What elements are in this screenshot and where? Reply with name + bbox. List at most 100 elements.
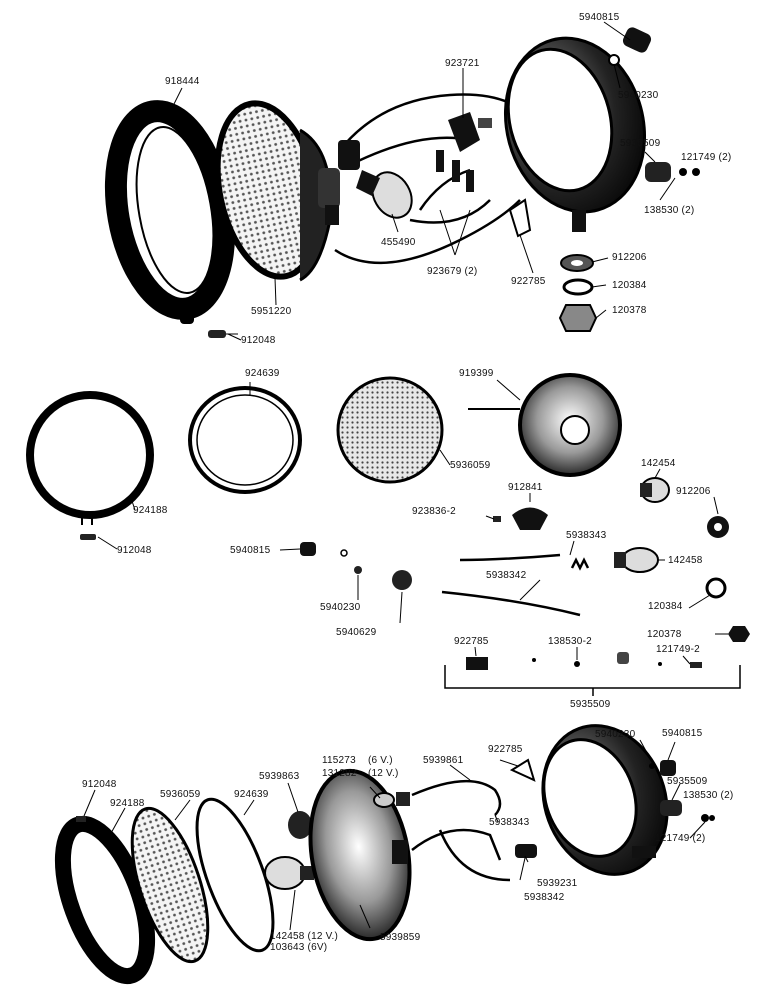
label-5935509-bottom: 5935509 xyxy=(667,776,708,787)
label-5939861: 5939861 xyxy=(423,755,464,766)
label-924188-bottom: 924188 xyxy=(110,798,145,809)
label-103643: 103643 (6V) xyxy=(270,942,328,953)
label-912206-top: 912206 xyxy=(612,252,647,263)
sealed-beam-lens-5951220 xyxy=(214,100,340,282)
gasket-924639-middle xyxy=(188,386,302,494)
label-121749-2: 121749-2 xyxy=(656,644,700,655)
label-912048-middle: 912048 xyxy=(117,545,152,556)
knob-5940815-top xyxy=(608,27,652,66)
label-912048-top: 912048 xyxy=(241,335,276,346)
headlamp-shell-bottom xyxy=(541,724,669,876)
bracket-922785-bottom xyxy=(509,758,536,782)
label-138530-2: 138530-2 xyxy=(548,636,592,647)
label-5936059-middle: 5936059 xyxy=(450,460,491,471)
bracket-922785-top xyxy=(508,198,532,238)
label-5938342-middle: 5938342 xyxy=(486,570,527,581)
door-ring-918444 xyxy=(104,100,236,324)
label-131282: 131282 xyxy=(322,768,357,779)
label-5939863: 5939863 xyxy=(259,771,300,782)
label-919399: 919399 xyxy=(459,368,494,379)
screw-912048-middle xyxy=(80,534,96,540)
socket-912841 xyxy=(512,507,548,530)
leader-lines xyxy=(83,21,728,931)
label-922785-middle: 922785 xyxy=(454,636,489,647)
label-115273: 115273 xyxy=(322,755,356,766)
label-924639-middle: 924639 xyxy=(245,368,280,379)
bulb-142458-middle xyxy=(614,547,659,573)
label-5940815-middle: 5940815 xyxy=(230,545,271,556)
label-5939859: 5939859 xyxy=(380,932,421,943)
label-120378-top: 120378 xyxy=(612,305,647,316)
grommet-912206-middle xyxy=(707,516,729,538)
bulb-142458-bottom xyxy=(264,856,314,890)
door-ring-924188-bottom xyxy=(54,815,156,985)
gasket-924639-bottom xyxy=(195,797,275,953)
label-923836-2: 923836-2 xyxy=(412,506,456,517)
label-912206-middle: 912206 xyxy=(676,486,711,497)
kit-bracket xyxy=(444,665,741,696)
kit-parts-5935509 xyxy=(466,626,750,670)
washers-nut-top xyxy=(558,254,598,332)
lens-5936059-bottom xyxy=(130,806,210,964)
bulb-455490 xyxy=(356,170,413,219)
label-912048-bottom: 912048 xyxy=(82,779,117,790)
label-5938343-bottom: 5938343 xyxy=(489,817,530,828)
label-5940815-top: 5940815 xyxy=(579,12,620,23)
screw-912048-bottom xyxy=(76,816,86,822)
adjuster-5940629 xyxy=(392,570,412,590)
clip-923836-2 xyxy=(493,516,501,522)
label-923721: 923721 xyxy=(445,58,480,69)
label-5939231: 5939231 xyxy=(537,878,578,889)
bulb-142454 xyxy=(640,477,670,503)
headlamp-shell-top xyxy=(503,36,647,232)
label-5940230-bottom: 5940230 xyxy=(595,729,636,740)
label-120384-middle: 120384 xyxy=(648,601,683,612)
adjuster-5935509-bottom xyxy=(660,800,715,822)
label-138530-bottom: 138530 (2) xyxy=(683,790,734,801)
label-922785-bottom: 922785 xyxy=(488,744,523,755)
knob-5940815-bottom xyxy=(649,760,676,776)
wires-bottom xyxy=(411,779,511,882)
ring-924188-middle xyxy=(26,391,154,525)
label-142458-bottom: 142458 (12 V.) xyxy=(270,931,339,942)
reflector-5939859 xyxy=(308,768,412,942)
knob-5940815-middle xyxy=(300,542,362,574)
label-12v: (12 V.) xyxy=(368,768,399,779)
label-924639-bottom: 924639 xyxy=(234,789,269,800)
label-6v: (6 V.) xyxy=(368,755,393,766)
label-5936059-bottom: 5936059 xyxy=(160,789,201,800)
adjuster-5939231 xyxy=(515,844,537,858)
ring-120384-middle xyxy=(705,577,727,599)
label-923679: 923679 (2) xyxy=(427,266,478,277)
label-120384-top: 120384 xyxy=(612,280,647,291)
adjuster-5935509-top xyxy=(645,162,700,182)
label-455490: 455490 xyxy=(381,237,416,248)
label-5935509-top: 5935509 xyxy=(620,138,661,149)
wires-5938343-5938342 xyxy=(441,553,590,617)
label-142454: 142454 xyxy=(641,458,676,469)
label-5935509-middle: 5935509 xyxy=(570,699,611,710)
label-121749-bottom: 121749 (2) xyxy=(655,833,706,844)
label-5940230-middle: 5940230 xyxy=(320,602,361,613)
label-5938343-middle: 5938343 xyxy=(566,530,607,541)
label-5940230-top: 5940230 xyxy=(618,90,659,101)
label-918444: 918444 xyxy=(165,76,200,87)
terminal-plugs xyxy=(325,140,474,225)
label-5940815-bottom: 5940815 xyxy=(662,728,703,739)
socket-923721 xyxy=(448,112,492,152)
label-924188-middle: 924188 xyxy=(133,505,168,516)
label-138530-top: 138530 (2) xyxy=(644,205,695,216)
label-5951220: 5951220 xyxy=(251,306,292,317)
label-121749-top: 121749 (2) xyxy=(681,152,732,163)
label-5940629: 5940629 xyxy=(336,627,377,638)
socket-5939863 xyxy=(288,811,312,839)
bulbs-115273-131282 xyxy=(373,792,410,808)
label-120378-middle: 120378 xyxy=(647,629,682,640)
label-5938342-bottom: 5938342 xyxy=(524,892,565,903)
lens-5936059-middle xyxy=(336,376,444,484)
label-912841: 912841 xyxy=(508,482,543,493)
label-922785-top: 922785 xyxy=(511,276,546,287)
label-142458-middle: 142458 xyxy=(668,555,703,566)
